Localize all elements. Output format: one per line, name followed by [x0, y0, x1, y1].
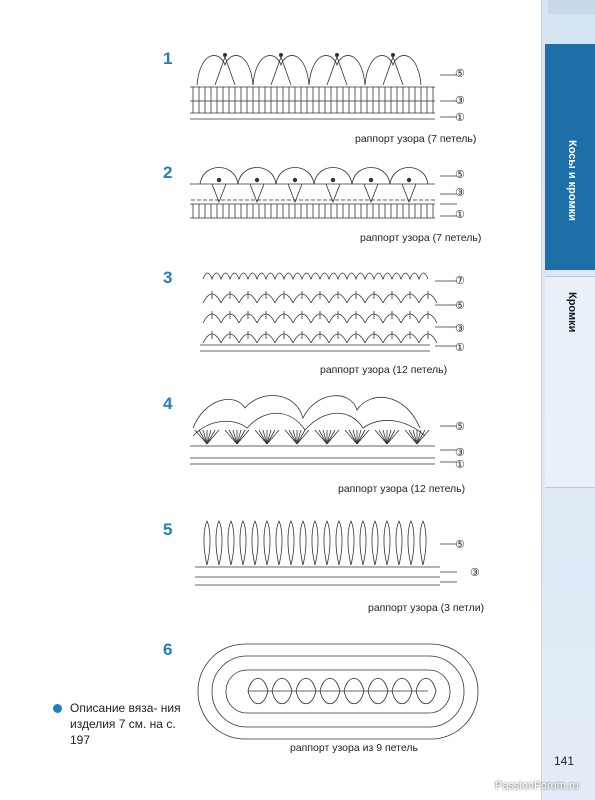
row-label-4-5: ⑤	[455, 421, 465, 433]
pattern-number-1: 1	[163, 49, 173, 68]
crochet-diagram-4	[190, 395, 457, 465]
row-label-1-3: ③	[455, 95, 465, 107]
repeat-label-6: раппорт узора из 9 петель	[290, 742, 418, 754]
pattern-number-2: 2	[163, 163, 173, 182]
repeat-label-4: раппорт узора (12 петель)	[338, 483, 466, 495]
repeat-label-3: раппорт узора (12 петель)	[320, 364, 448, 376]
note-bullet-icon	[53, 704, 62, 713]
crochet-diagram-6	[197, 643, 479, 740]
note-text: Описание вяза- ния изделия 7 см. на с. 1…	[70, 701, 181, 747]
watermark: PassionForum.ru	[495, 780, 579, 792]
crochet-diagram-5	[195, 520, 457, 586]
tab-kromki[interactable]	[545, 276, 595, 488]
repeat-label-1: раппорт узора (7 петель)	[355, 133, 477, 145]
row-label-3-5: ⑤	[455, 300, 465, 312]
pattern-number-5: 5	[163, 520, 173, 539]
row-label-4-1: ①	[455, 459, 465, 471]
repeat-label-5: раппорт узора (3 петли)	[368, 602, 485, 614]
pattern-number-4: 4	[163, 394, 173, 413]
crochet-diagram-1	[190, 53, 457, 120]
row-label-5-3: ③	[470, 567, 480, 579]
row-label-1-1: ①	[455, 112, 465, 124]
row-label-4-3: ③	[455, 447, 465, 459]
crochet-diagram-3	[200, 272, 457, 352]
tab-kosy-i-kromki[interactable]	[545, 44, 595, 270]
row-label-3-1: ①	[455, 342, 465, 354]
row-label-5-5: ⑤	[455, 539, 465, 551]
row-label-2-5: ⑤	[455, 169, 465, 181]
tab-kromki-label: Кромки	[566, 292, 578, 333]
crochet-diagram-2	[190, 167, 457, 219]
sidebar-top-tab	[548, 0, 595, 14]
pattern-number-3: 3	[163, 268, 173, 287]
row-label-1-5: ⑤	[455, 68, 465, 80]
page-number: 141	[554, 754, 575, 768]
pattern-number-6: 6	[163, 640, 173, 659]
row-label-3-3: ③	[455, 323, 465, 335]
row-label-2-3: ③	[455, 187, 465, 199]
tab-kosy-i-kromki-label: Косы и кромки	[566, 140, 578, 221]
row-label-3-7: ⑦	[455, 275, 465, 287]
row-label-2-1: ①	[455, 209, 465, 221]
repeat-label-2: раппорт узора (7 петель)	[360, 232, 482, 244]
